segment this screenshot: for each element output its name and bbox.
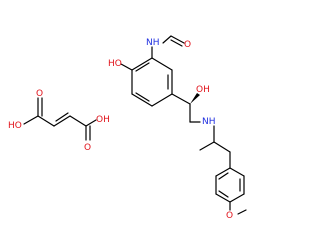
chemical-structure: NH O HO OH NH O HO O O OH xyxy=(8,35,247,221)
formamide-o-label: O xyxy=(184,40,191,50)
phenol-oh-label: HO xyxy=(108,59,122,69)
aryl-ring-lower xyxy=(215,167,247,215)
formamide-nh-label: NH xyxy=(146,38,160,48)
fumaric-acid xyxy=(23,97,97,141)
benzylic-oh-label: OH xyxy=(196,85,210,95)
amine-nh-label: NH xyxy=(202,117,216,127)
acid-left-o-label: O xyxy=(36,89,43,99)
acid-left-oh-label: HO xyxy=(8,121,22,131)
acid-right-o-label: O xyxy=(84,143,91,153)
molecule-drawing: NH O HO OH NH O HO O O OH xyxy=(8,35,247,221)
acid-right-oh-label: OH xyxy=(96,115,110,125)
side-chain xyxy=(171,93,231,169)
methoxy-o-label: O xyxy=(226,211,233,221)
aryl-ring-upper xyxy=(131,57,173,107)
formamide-group xyxy=(151,35,185,59)
phenol-bond xyxy=(120,63,133,71)
